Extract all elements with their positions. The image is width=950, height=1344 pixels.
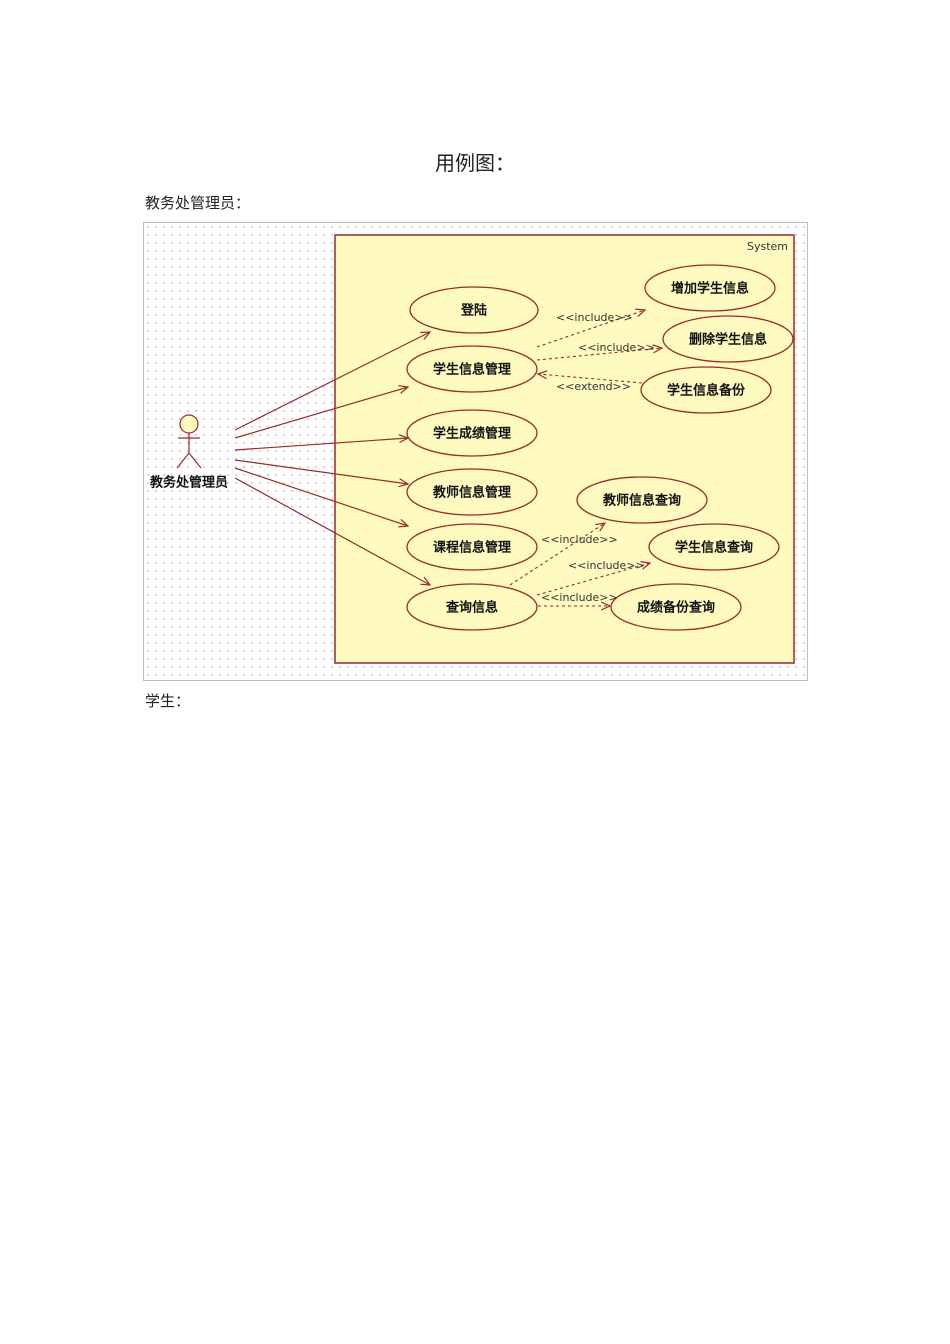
section-label-admin: 教务处管理员： <box>145 194 251 212</box>
system-label: System <box>747 240 788 253</box>
use-case-label: 教师信息管理 <box>432 485 511 501</box>
include-query-student <box>536 563 650 596</box>
include-label: <<include>> <box>541 533 618 546</box>
use-case-grade: 学生成绩管理 <box>406 409 538 457</box>
actor-admin: 教务处管理员 <box>149 414 228 491</box>
include-label: <<include>> <box>568 559 645 572</box>
use-case-query: 查询信息 <box>406 583 538 631</box>
use-case-student-info: 学生信息管理 <box>406 345 538 393</box>
extend-label: <<extend>> <box>556 380 631 393</box>
use-case-label: 学生成绩管理 <box>433 426 511 442</box>
include-add-student <box>536 310 645 348</box>
use-case-label: 学生信息备份 <box>667 383 746 399</box>
extend-backup-student <box>538 374 643 384</box>
include-query-teacher <box>509 523 605 586</box>
assoc-teacher-info <box>234 459 408 484</box>
associations <box>234 332 430 585</box>
assoc-login <box>234 332 430 431</box>
use-case-label: 教师信息查询 <box>602 493 681 509</box>
dependencies: <<include>> <<include>> <<extend>> <<inc… <box>509 310 662 606</box>
assoc-query <box>234 477 430 585</box>
assoc-course-info <box>234 467 408 526</box>
use-case-teacher-info: 教师信息管理 <box>406 468 538 516</box>
include-delete-student <box>536 348 662 361</box>
use-case-label: 查询信息 <box>445 600 498 616</box>
use-case-backup-student: 学生信息备份 <box>640 366 772 414</box>
use-case-label: 学生信息管理 <box>433 362 511 378</box>
use-case-login: 登陆 <box>409 286 539 334</box>
use-case-course-info: 课程信息管理 <box>406 523 538 571</box>
use-case-query-grade-backup: 成绩备份查询 <box>610 583 742 631</box>
actor-label: 教务处管理员 <box>149 475 228 491</box>
use-case-label: 学生信息查询 <box>675 540 753 556</box>
use-case-label: 增加学生信息 <box>671 281 749 297</box>
use-case-label: 课程信息管理 <box>433 540 511 556</box>
section-label-student: 学生： <box>145 692 191 710</box>
page-title: 用例图： <box>435 151 515 175</box>
assoc-student-info <box>234 387 408 439</box>
use-case-label: 删除学生信息 <box>689 332 767 348</box>
use-case-label: 成绩备份查询 <box>637 600 715 616</box>
assoc-grade <box>234 438 408 451</box>
use-case-delete-student: 删除学生信息 <box>662 315 794 363</box>
include-label: <<include>> <box>541 591 618 604</box>
include-label: <<include>> <box>556 311 633 324</box>
use-case-add-student: 增加学生信息 <box>644 264 776 312</box>
use-case-query-student: 学生信息查询 <box>648 523 780 571</box>
use-case-label: 登陆 <box>460 303 487 319</box>
actor-head <box>179 414 199 434</box>
use-case-query-teacher: 教师信息查询 <box>576 476 708 524</box>
include-label: <<include>> <box>578 341 655 354</box>
actor-body <box>176 433 202 469</box>
